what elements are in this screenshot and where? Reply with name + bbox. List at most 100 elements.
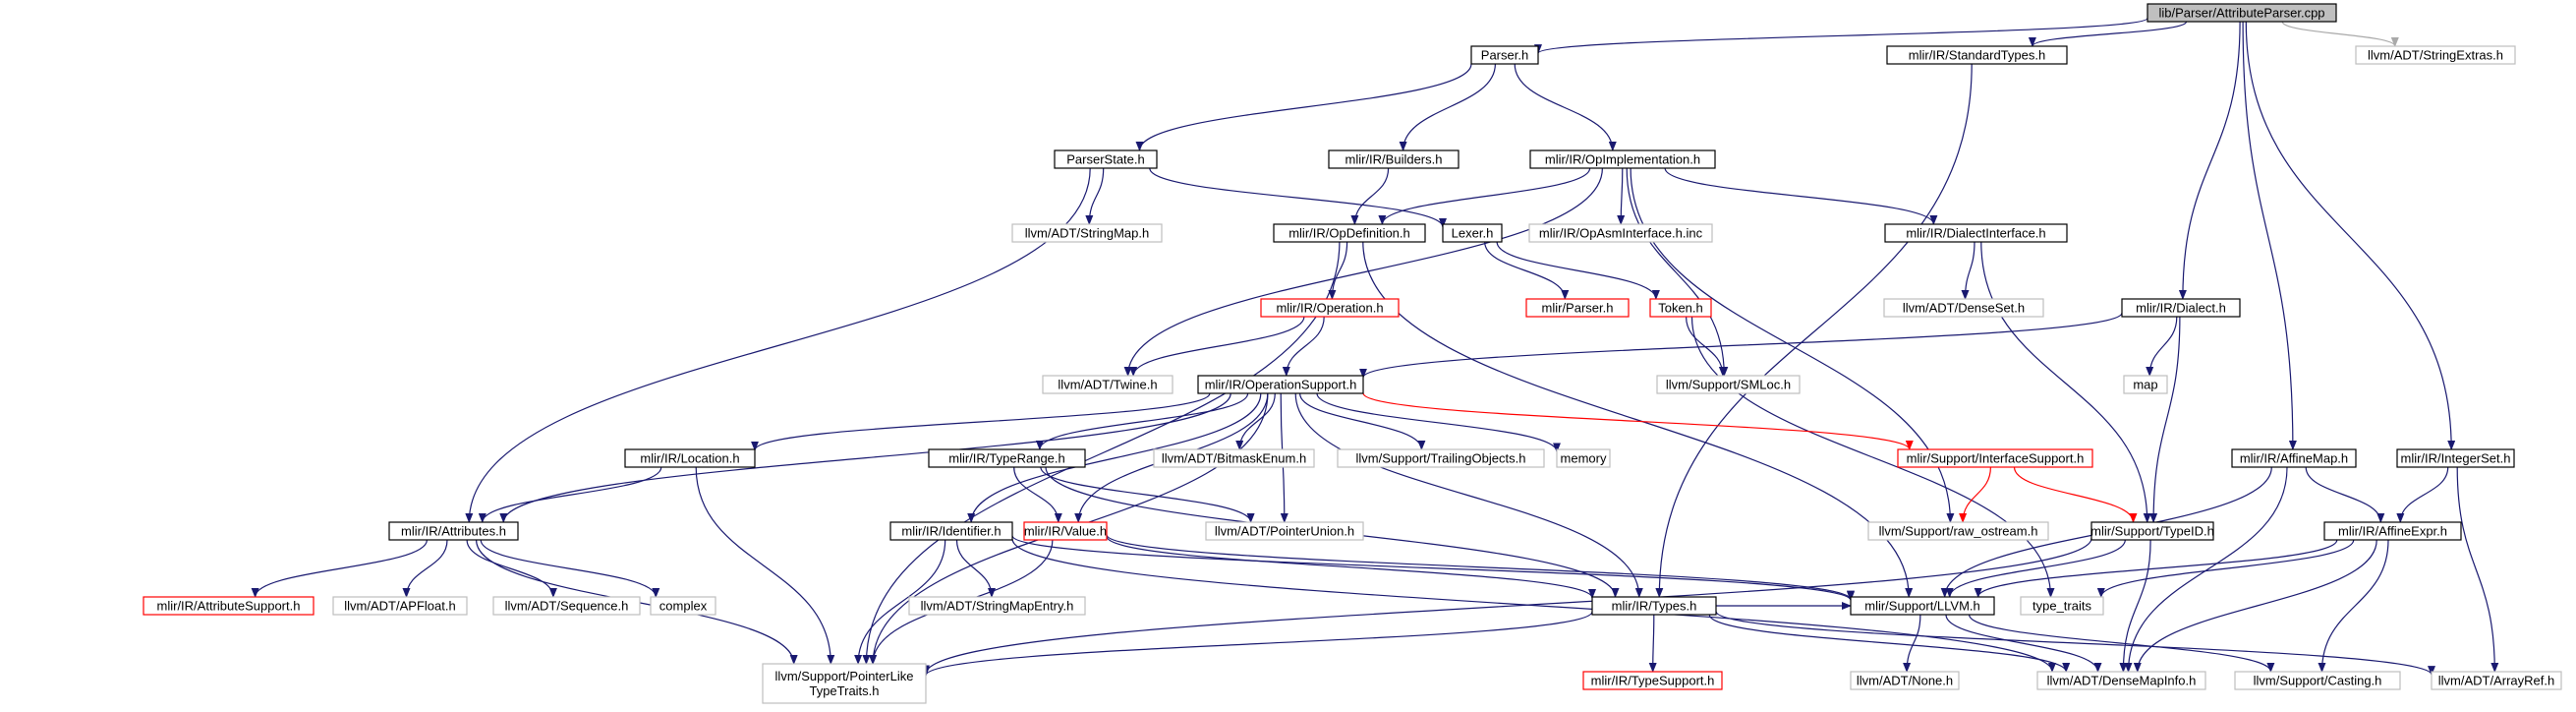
- node-dialectiface[interactable]: mlir/IR/DialectInterface.h: [1884, 223, 2068, 243]
- node-box-bitmask: [1153, 448, 1315, 468]
- edge-attributes-to-attrsupport: [251, 539, 428, 598]
- node-box-complex: [650, 596, 716, 616]
- node-opsupport[interactable]: mlir/IR/OperationSupport.h: [1197, 375, 1364, 394]
- node-mlirparser[interactable]: mlir/Parser.h: [1525, 298, 1630, 318]
- node-label-casting: llvm/Support/Casting.h: [2254, 674, 2382, 688]
- node-integerset[interactable]: mlir/IR/IntegerSet.h: [2396, 448, 2515, 468]
- edge-value-to-llvm_h: [1106, 534, 1855, 601]
- node-attrsupport[interactable]: mlir/IR/AttributeSupport.h: [143, 596, 315, 616]
- edge-value-to-types: [1106, 536, 1596, 599]
- node-affineexpr[interactable]: mlir/IR/AffineExpr.h: [2323, 521, 2462, 541]
- node-label-map: map: [2133, 378, 2157, 392]
- node-label-typetraits: type_traits: [2032, 599, 2091, 614]
- edge-integerset-to-affineexpr: [2396, 466, 2449, 523]
- edge-types-to-arrayref: [1715, 611, 2435, 677]
- node-apfloat: llvm/ADT/APFloat.h: [332, 596, 468, 616]
- node-label-stringmap: llvm/ADT/StringMap.h: [1025, 226, 1149, 241]
- node-label-affineexpr: mlir/IR/AffineExpr.h: [2338, 524, 2447, 539]
- edge-opdef-to-operation: [1328, 241, 1348, 300]
- node-box-typetraits: [2020, 596, 2104, 616]
- edge-identifier-to-ptrlike: [854, 539, 946, 665]
- node-label-attributes: mlir/IR/Attributes.h: [401, 524, 506, 539]
- edge-opdef-to-ptrlike: [862, 241, 1341, 665]
- node-attributes[interactable]: mlir/IR/Attributes.h: [388, 521, 519, 541]
- edge-root-to-affinemap: [2242, 21, 2297, 450]
- edge-opimpl-to-smloc: [1626, 167, 1729, 377]
- node-box-parser_h: [1470, 45, 1539, 65]
- node-ifacesupport[interactable]: mlir/Support/InterfaceSupport.h: [1897, 448, 2093, 468]
- edge-identifier-to-densemapinfo: [1011, 538, 2056, 673]
- node-box-opsupport: [1197, 375, 1364, 394]
- edge-affineexpr-to-casting: [2318, 539, 2389, 673]
- node-box-typeid: [2090, 521, 2214, 541]
- edge-token-to-smloc: [1686, 316, 1727, 377]
- node-label-rawostream: llvm/Support/raw_ostream.h: [1879, 524, 2038, 539]
- edge-types-to-typesupport: [1648, 614, 1657, 673]
- edge-opsupport-to-types: [1294, 392, 1643, 598]
- node-lexer[interactable]: Lexer.h: [1442, 223, 1503, 243]
- node-label-twine: llvm/ADT/Twine.h: [1058, 378, 1157, 392]
- node-map: map: [2123, 375, 2168, 394]
- node-typeid[interactable]: mlir/Support/TypeID.h: [2090, 521, 2214, 541]
- node-box-sequence: [492, 596, 641, 616]
- node-operation[interactable]: mlir/IR/Operation.h: [1260, 298, 1400, 318]
- node-denseset: llvm/ADT/DenseSet.h: [1883, 298, 2044, 318]
- node-llvm_h[interactable]: mlir/Support/LLVM.h: [1850, 596, 1995, 616]
- edge-lexer-to-mlirparser: [1484, 241, 1570, 300]
- node-label-llvm_h: mlir/Support/LLVM.h: [1864, 599, 1980, 614]
- node-label-trailing: llvm/Support/TrailingObjects.h: [1356, 451, 1526, 466]
- node-value[interactable]: mlir/IR/Value.h: [1023, 521, 1108, 541]
- node-box-dialect: [2121, 298, 2241, 318]
- node-box-smloc: [1656, 375, 1801, 394]
- node-label-ptrunion: llvm/ADT/PointerUnion.h: [1215, 524, 1354, 539]
- edge-root-to-dialect: [2178, 21, 2241, 300]
- edge-parser_h-to-builders: [1399, 63, 1496, 151]
- node-dialect[interactable]: mlir/IR/Dialect.h: [2121, 298, 2241, 318]
- node-location[interactable]: mlir/IR/Location.h: [624, 448, 756, 468]
- node-memory: memory: [1556, 448, 1611, 468]
- node-opdef[interactable]: mlir/IR/OpDefinition.h: [1273, 223, 1426, 243]
- node-box-arrayref: [2431, 671, 2562, 690]
- node-opimpl[interactable]: mlir/IR/OpImplementation.h: [1529, 149, 1716, 169]
- node-stdtypes[interactable]: mlir/IR/StandardTypes.h: [1886, 45, 2068, 65]
- node-box-identifier: [889, 521, 1013, 541]
- edge-dialect-to-map: [2146, 316, 2178, 377]
- edge-ifacesupport-to-typeid: [2013, 466, 2138, 523]
- edge-opimpl-to-twine: [1123, 167, 1603, 377]
- node-label-dialect: mlir/IR/Dialect.h: [2136, 301, 2226, 316]
- edge-affineexpr-to-typetraits: [2096, 539, 2355, 598]
- node-label-apfloat: llvm/ADT/APFloat.h: [344, 599, 455, 614]
- node-parserstate[interactable]: ParserState.h: [1054, 149, 1158, 169]
- node-typerange[interactable]: mlir/IR/TypeRange.h: [928, 448, 1086, 468]
- node-box-denseset: [1883, 298, 2044, 318]
- node-typesupport[interactable]: mlir/IR/TypeSupport.h: [1582, 671, 1723, 690]
- node-parser_h[interactable]: Parser.h: [1470, 45, 1539, 65]
- node-token[interactable]: Token.h: [1649, 298, 1712, 318]
- node-box-strmapentry: [908, 596, 1086, 616]
- node-box-token: [1649, 298, 1712, 318]
- edge-location-to-attributes: [478, 466, 662, 523]
- edge-opsupport-to-attributes: [499, 392, 1231, 523]
- node-box-mlirparser: [1525, 298, 1630, 318]
- node-box-location: [624, 448, 756, 468]
- node-box-rawostream: [1867, 521, 2049, 541]
- edge-token-to-typetraits: [1690, 316, 2055, 598]
- node-root: lib/Parser/AttributeParser.cpp: [2147, 3, 2337, 23]
- node-box-llvm_h: [1850, 596, 1995, 616]
- node-types[interactable]: mlir/IR/Types.h: [1591, 596, 1717, 616]
- node-label-typeid: mlir/Support/TypeID.h: [2090, 524, 2214, 539]
- edge-opsupport-to-memory: [1316, 392, 1561, 453]
- node-twine: llvm/ADT/Twine.h: [1042, 375, 1174, 394]
- edge-affineexpr-to-llvm_h: [1974, 539, 2338, 598]
- node-builders[interactable]: mlir/IR/Builders.h: [1328, 149, 1460, 169]
- edge-opsupport-to-location: [751, 392, 1211, 451]
- node-box-stringmap: [1011, 223, 1163, 243]
- node-stringmap: llvm/ADT/StringMap.h: [1011, 223, 1163, 243]
- node-affinemap[interactable]: mlir/IR/AffineMap.h: [2231, 448, 2357, 468]
- edge-attributes-to-sequence: [466, 539, 557, 598]
- node-box-builders: [1328, 149, 1460, 169]
- node-box-trailing: [1337, 448, 1545, 468]
- node-identifier[interactable]: mlir/IR/Identifier.h: [889, 521, 1013, 541]
